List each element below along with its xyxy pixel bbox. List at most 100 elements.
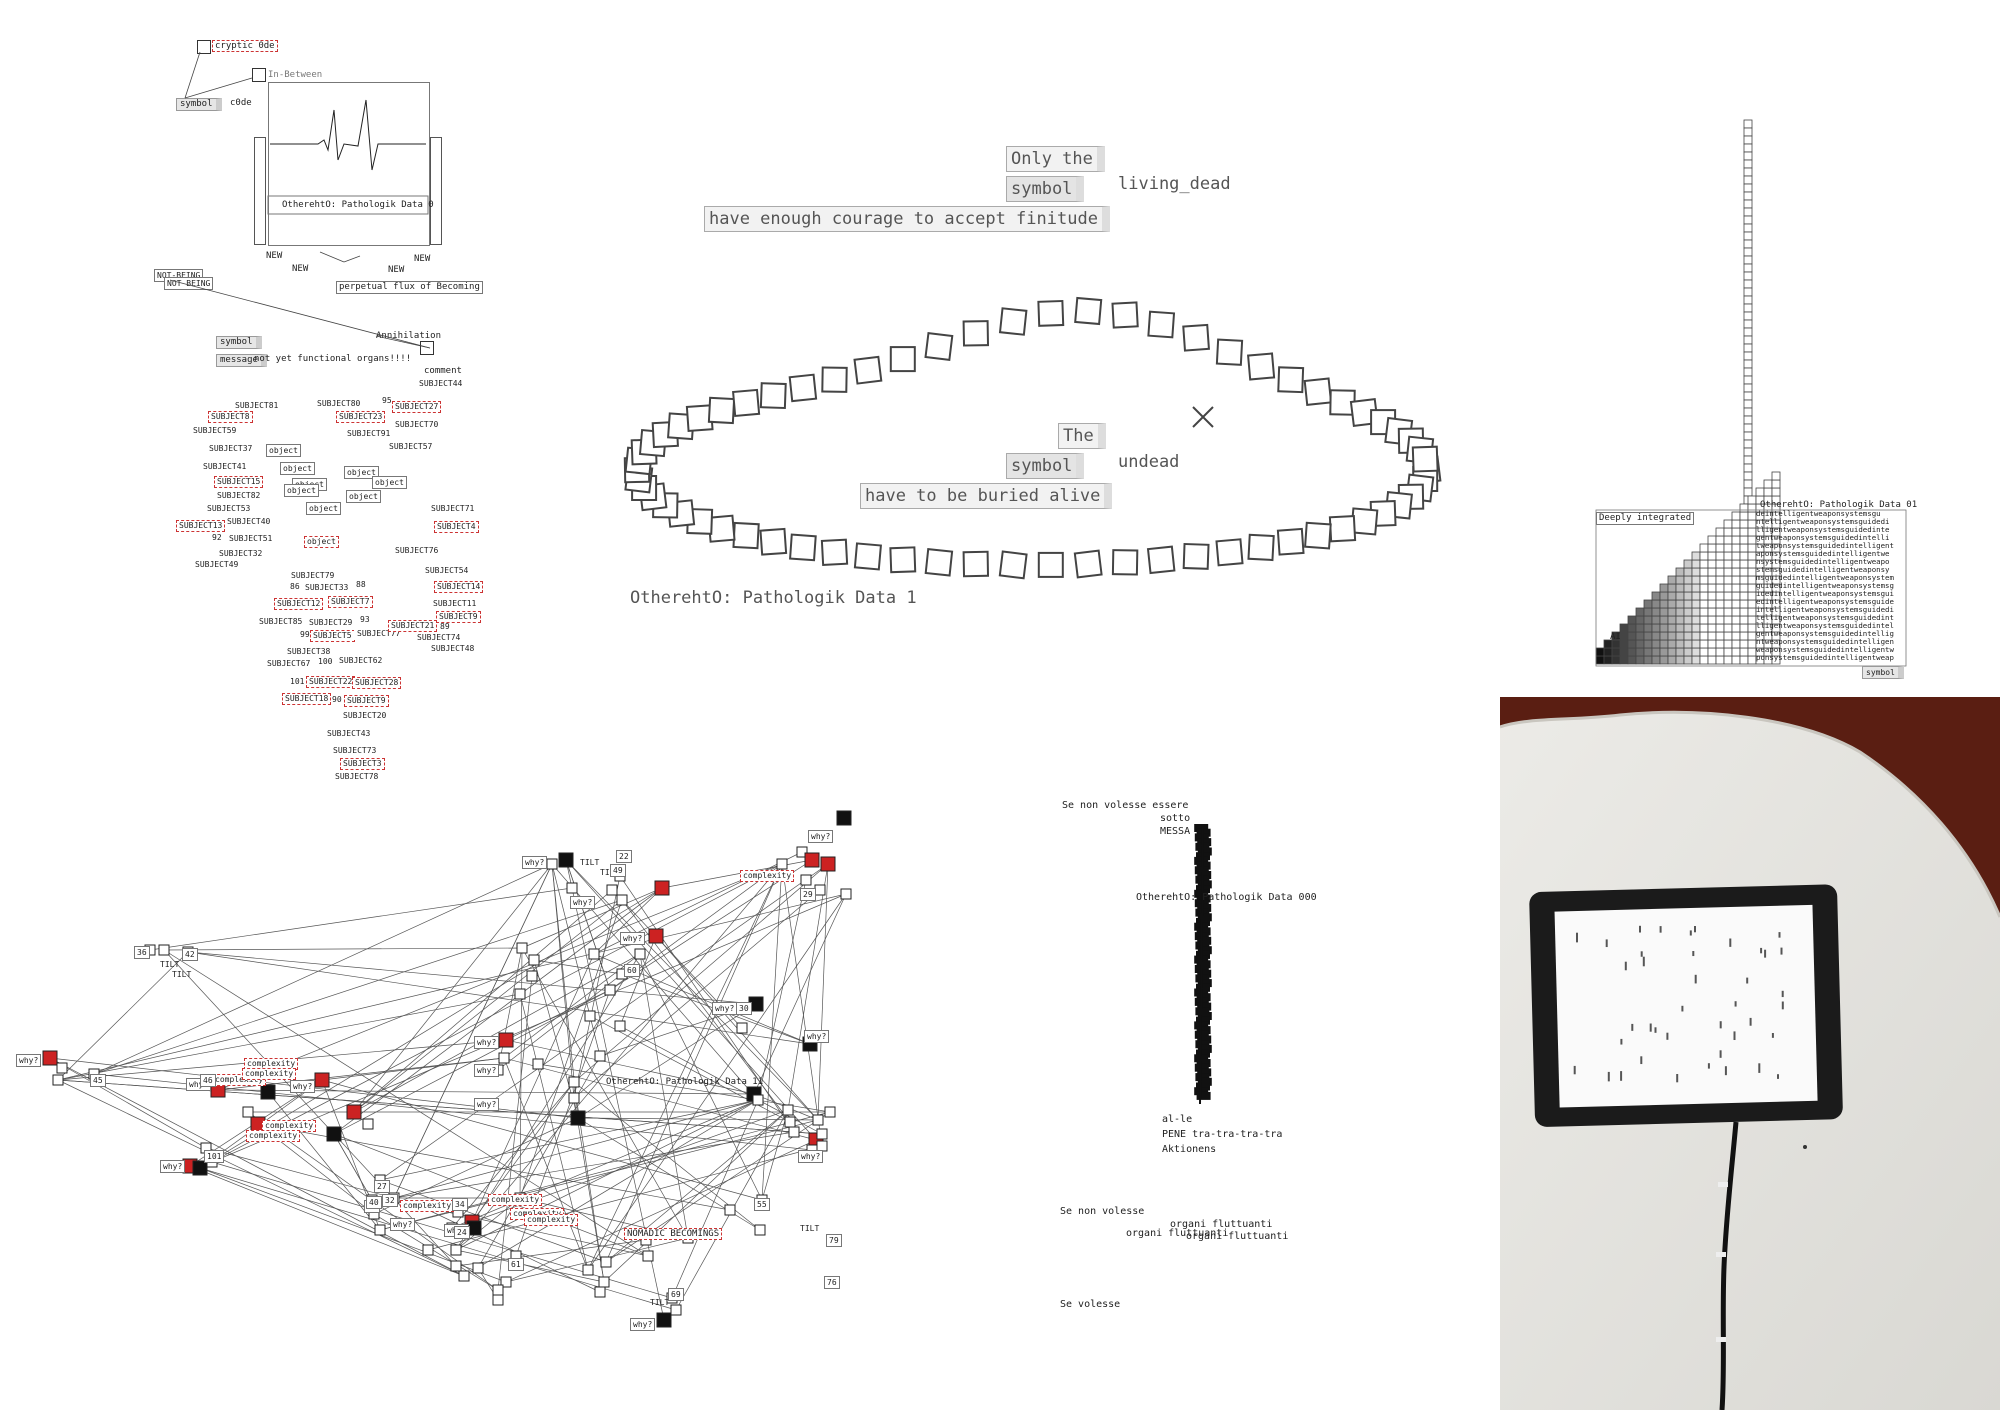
subject[interactable]: SUBJECT44 xyxy=(416,378,466,390)
subject[interactable]: SUBJECT33 xyxy=(302,582,352,594)
subject[interactable]: SUBJECT71 xyxy=(428,503,478,515)
subject[interactable]: SUBJECT3 xyxy=(340,758,385,770)
number-box[interactable]: 22 xyxy=(616,850,632,863)
subject[interactable]: SUBJECT4 xyxy=(434,521,479,533)
courage-box[interactable]: have enough courage to accept finitude xyxy=(704,206,1110,232)
buried-box[interactable]: have to be buried alive xyxy=(860,483,1113,509)
subject[interactable]: SUBJECT41 xyxy=(200,461,250,473)
why-message[interactable]: why? xyxy=(804,1030,830,1043)
subject[interactable]: SUBJECT8 xyxy=(208,411,253,423)
subject[interactable]: SUBJECT51 xyxy=(226,533,276,545)
subject[interactable]: SUBJECT53 xyxy=(204,503,254,515)
subject[interactable]: SUBJECT32 xyxy=(216,548,266,560)
number-box[interactable]: 55 xyxy=(754,1198,770,1211)
why-message[interactable]: why? xyxy=(290,1080,316,1093)
subject[interactable]: SUBJECT54 xyxy=(422,565,472,577)
subject[interactable]: SUBJECT12 xyxy=(274,598,324,610)
why-message[interactable]: why? xyxy=(390,1218,416,1231)
object-node[interactable]: object xyxy=(372,476,407,489)
number-box[interactable]: 61 xyxy=(508,1258,524,1271)
number-box[interactable]: 27 xyxy=(374,1180,390,1193)
subject[interactable]: SUBJECT76 xyxy=(392,545,442,557)
subject[interactable]: SUBJECT79 xyxy=(288,570,338,582)
why-message[interactable]: why? xyxy=(160,1160,186,1173)
object-node[interactable]: object xyxy=(266,444,301,457)
subject[interactable]: SUBJECT13 xyxy=(176,520,226,532)
number-box[interactable]: 32 xyxy=(382,1194,398,1207)
object-node[interactable]: object xyxy=(280,462,315,475)
number-box[interactable]: 69 xyxy=(668,1288,684,1301)
subject[interactable]: SUBJECT38 xyxy=(284,646,334,658)
number-box[interactable]: 49 xyxy=(610,864,626,877)
subject[interactable]: SUBJECT85 xyxy=(256,616,306,628)
subject[interactable]: SUBJECT74 xyxy=(414,632,464,644)
number-box[interactable]: 34 xyxy=(452,1198,468,1211)
object-node[interactable]: object xyxy=(306,502,341,515)
object-node[interactable]: object xyxy=(344,466,379,479)
subject[interactable]: SUBJECT9 xyxy=(436,611,481,623)
subject[interactable]: SUBJECT15 xyxy=(214,476,264,488)
subject[interactable]: SUBJECT21 xyxy=(388,620,438,632)
object-node[interactable]: object xyxy=(304,536,339,548)
only-the-box[interactable]: Only the xyxy=(1006,146,1105,172)
complexity-node[interactable]: complexity xyxy=(246,1130,301,1142)
symbol-box-2[interactable]: symbol xyxy=(1006,453,1085,479)
subject[interactable]: SUBJECT14 xyxy=(434,581,484,593)
subject[interactable]: SUBJECT40 xyxy=(224,516,274,528)
annihilation-bang[interactable] xyxy=(420,341,434,355)
in-between-bang[interactable] xyxy=(252,68,266,82)
number-box[interactable]: 79 xyxy=(826,1234,842,1247)
number-box[interactable]: 24 xyxy=(454,1226,470,1239)
subject[interactable]: SUBJECT67 xyxy=(264,658,314,670)
number-box[interactable]: 76 xyxy=(824,1276,840,1289)
number-box[interactable]: 101 xyxy=(204,1150,225,1163)
symbol-box[interactable]: symbol xyxy=(176,98,222,111)
subject[interactable]: SUBJECT70 xyxy=(392,419,442,431)
complexity-node[interactable]: complexity xyxy=(740,870,795,882)
subject[interactable]: SUBJECT5 xyxy=(310,630,355,642)
slider-right[interactable] xyxy=(430,137,442,245)
number-box[interactable]: 45 xyxy=(90,1074,106,1087)
why-message[interactable]: why? xyxy=(798,1150,824,1163)
subject[interactable]: SUBJECT27 xyxy=(392,401,442,413)
cryptic-bang[interactable] xyxy=(197,40,211,54)
subject[interactable]: SUBJECT81 xyxy=(232,400,282,412)
subject[interactable]: SUBJECT18 xyxy=(282,693,332,705)
symbol-box-2[interactable]: symbol xyxy=(216,336,262,349)
subject[interactable]: SUBJECT73 xyxy=(330,745,380,757)
subject[interactable]: SUBJECT29 xyxy=(306,617,356,629)
why-message[interactable]: why? xyxy=(474,1098,500,1111)
slider-left[interactable] xyxy=(254,137,266,245)
why-message[interactable]: why? xyxy=(712,1002,738,1015)
why-message[interactable]: why? xyxy=(474,1064,500,1077)
flux-object[interactable]: perpetual flux of Becoming xyxy=(336,281,483,294)
subject[interactable]: SUBJECT48 xyxy=(428,643,478,655)
number-box[interactable]: 46 xyxy=(200,1074,216,1087)
subject[interactable]: SUBJECT7 xyxy=(328,596,373,608)
subject[interactable]: SUBJECT91 xyxy=(344,428,394,440)
number-box[interactable]: 60 xyxy=(624,964,640,977)
complexity-node[interactable]: complexity xyxy=(242,1068,297,1080)
number-box[interactable]: 29 xyxy=(800,888,816,901)
subject[interactable]: SUBJECT62 xyxy=(336,655,386,667)
number-box[interactable]: 30 xyxy=(736,1002,752,1015)
subject[interactable]: SUBJECT28 xyxy=(352,677,402,689)
nomadic-becomings[interactable]: NOMADIC BECOMINGS xyxy=(624,1228,723,1240)
symbol-box[interactable]: symbol xyxy=(1006,176,1085,202)
subject[interactable]: SUBJECT20 xyxy=(340,710,390,722)
why-message[interactable]: why? xyxy=(620,932,646,945)
not-being-b[interactable]: NOT BEING xyxy=(164,277,214,290)
message-box[interactable]: message xyxy=(216,354,267,367)
object-node[interactable]: object xyxy=(284,484,319,497)
subject[interactable]: SUBJECT37 xyxy=(206,443,256,455)
why-message[interactable]: why? xyxy=(570,896,596,909)
subject[interactable]: SUBJECT57 xyxy=(386,441,436,453)
number-box[interactable]: 42 xyxy=(182,948,198,961)
number-box[interactable]: 36 xyxy=(134,946,150,959)
why-message[interactable]: why? xyxy=(808,830,834,843)
subject[interactable]: SUBJECT43 xyxy=(324,728,374,740)
complexity-node[interactable]: complexity xyxy=(488,1194,543,1206)
symbol-box[interactable]: symbol xyxy=(1862,666,1904,679)
why-message[interactable]: why? xyxy=(474,1036,500,1049)
why-message[interactable]: why? xyxy=(630,1318,656,1331)
